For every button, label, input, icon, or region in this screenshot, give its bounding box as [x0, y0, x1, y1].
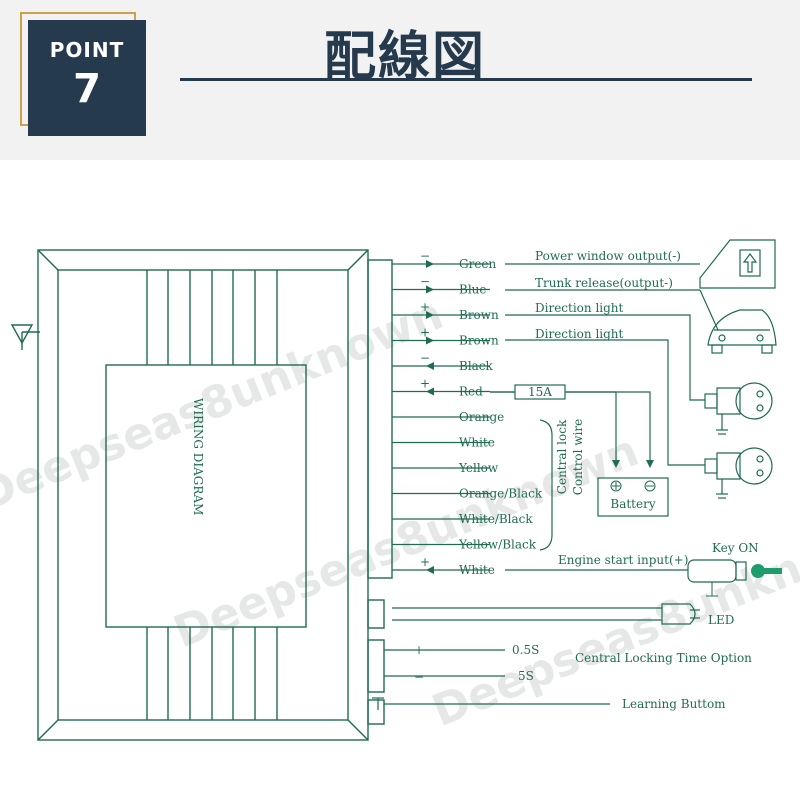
car-trunk-icon [707, 309, 777, 354]
title-underline [180, 78, 752, 81]
time-minus-label: − [414, 670, 424, 684]
wire-polarity: + [420, 326, 430, 340]
key-switch-icon [687, 559, 782, 597]
wire-polarity: + [420, 555, 430, 569]
power-window-icon [699, 239, 776, 289]
central-lock-label-2: Control wire [571, 419, 585, 496]
wire-arrow [426, 260, 434, 268]
unit-title: WIRING DIAGRAM [191, 398, 205, 515]
power-window-label: Power window output(-) [535, 249, 681, 263]
control-unit [37, 249, 393, 741]
learning-button-icon [372, 697, 384, 710]
wire-arrow [426, 566, 434, 574]
page-title: 配線図 [323, 27, 486, 87]
wire-label: Orange [459, 410, 504, 424]
learning-button-label: Learning Buttom [622, 697, 726, 711]
engine-start-label: Engine start input(+) [558, 553, 688, 567]
watermark-text-1: Deepseas8unknown [0, 288, 450, 521]
point-badge: POINT 7 [28, 20, 146, 136]
wire-arrow [426, 311, 434, 319]
fuse-icon: 15A [514, 384, 566, 400]
time-05s-label: 0.5S [512, 643, 539, 657]
wire-arrow [426, 285, 434, 294]
wire-label: White [459, 436, 495, 450]
time-plus-label: + [414, 643, 424, 657]
connection-lines [384, 263, 719, 705]
wire-label: Yellow [458, 461, 499, 475]
wire-arrow [426, 362, 434, 370]
badge-number: 7 [73, 66, 101, 112]
wire-label: White [459, 563, 495, 577]
wire-label: Black [459, 359, 494, 373]
wire-polarity: − [420, 351, 430, 365]
antenna-icon [10, 324, 40, 350]
key-on-label: Key ON [712, 541, 759, 555]
wire-arrow [426, 336, 434, 345]
led-label: LED [708, 613, 734, 627]
wire-polarity: + [420, 377, 430, 391]
wire-label: White/Black [459, 512, 533, 526]
central-lock-label-1: Central lock [555, 419, 569, 494]
wire-label: Yellow/Black [458, 538, 537, 552]
battery-icon: Battery [597, 460, 669, 517]
direction-light-label-1: Direction light [535, 301, 624, 315]
direction-light-icon-2 [704, 447, 773, 499]
wire-label: Blue [459, 283, 487, 297]
time-5s-label: 5S [518, 669, 534, 683]
wire-label: Green [459, 257, 497, 271]
trunk-release-label: Trunk release(output-) [535, 276, 673, 290]
time-option-label: Central Locking Time Option [575, 651, 752, 665]
wiring-diagram: Deepseas8unknown Deepseas8unknown Deepse… [0, 239, 800, 741]
direction-light-icon-1 [704, 382, 773, 435]
led-icon [661, 603, 700, 625]
watermark: Deepseas8unknown Deepseas8unknown Deepse… [0, 288, 800, 737]
battery-label: Battery [610, 497, 655, 511]
wire-group: − Green − Blue + Brown + Brown − Black + RedOrangeW… [392, 249, 543, 577]
header-band: POINT 7 配線図 [0, 0, 800, 160]
wire-arrow [426, 387, 434, 396]
direction-light-label-2: Direction light [535, 327, 624, 341]
wire-label: Red [459, 385, 483, 399]
fuse-label: 15A [528, 385, 552, 399]
badge-label: POINT [49, 38, 125, 62]
wire-polarity: − [420, 249, 430, 263]
wire-polarity: − [420, 275, 430, 289]
wire-polarity: + [420, 300, 430, 314]
wire-label: Orange/Black [459, 487, 543, 501]
wire-label: Brown [459, 334, 499, 348]
wire-label: Brown [459, 308, 499, 322]
